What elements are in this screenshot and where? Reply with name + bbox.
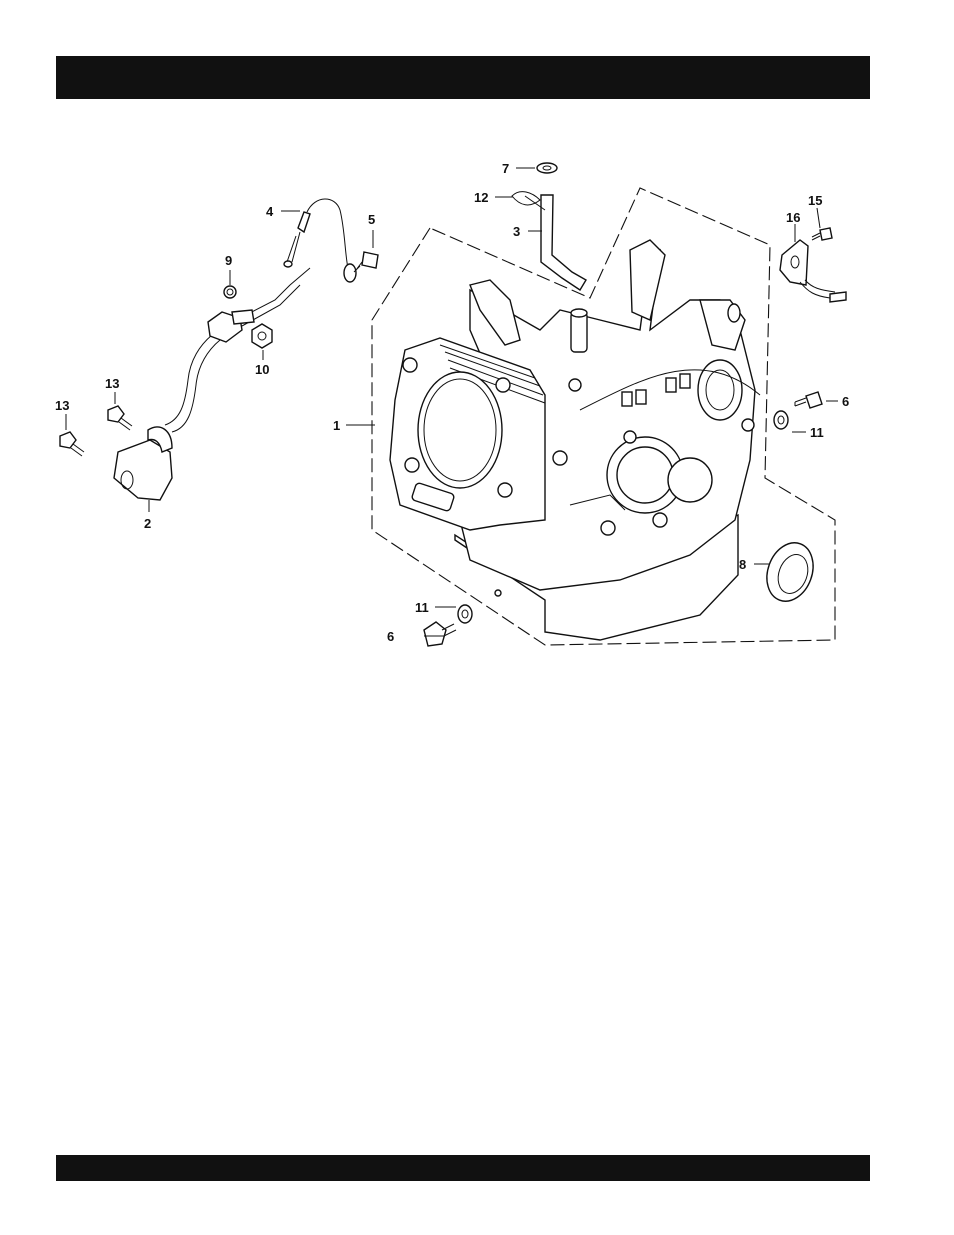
crankcase bbox=[390, 240, 760, 640]
callout-13-left: 13 bbox=[55, 398, 69, 413]
washer-part-11-right bbox=[774, 411, 788, 429]
callout-11-bottom: 11 bbox=[415, 600, 429, 615]
callout-2: 2 bbox=[144, 516, 151, 531]
callout-6-bottom: 6 bbox=[387, 629, 394, 644]
callout-7: 7 bbox=[502, 161, 509, 176]
callout-8: 8 bbox=[739, 557, 746, 572]
callout-10: 10 bbox=[255, 362, 269, 377]
callout-6-right: 6 bbox=[842, 394, 849, 409]
oil-seal bbox=[759, 536, 821, 607]
bolt-part-13-left bbox=[60, 432, 84, 456]
bolt-part-6-right bbox=[795, 392, 822, 408]
callout-4: 4 bbox=[266, 204, 274, 219]
footer-bar bbox=[56, 1155, 870, 1181]
callout-3: 3 bbox=[513, 224, 520, 239]
callout-13-right: 13 bbox=[105, 376, 119, 391]
governor-rod bbox=[541, 195, 586, 290]
callout-9: 9 bbox=[225, 253, 232, 268]
grommet-part-9 bbox=[224, 286, 236, 298]
clip-part-12 bbox=[512, 192, 545, 210]
callout-12: 12 bbox=[474, 190, 488, 205]
bolt-part-15 bbox=[812, 228, 832, 240]
washer-part-7 bbox=[537, 163, 557, 173]
callout-15: 15 bbox=[808, 193, 822, 208]
ignition-coil bbox=[114, 268, 310, 500]
screw-part-5 bbox=[354, 252, 378, 272]
nut-part-10 bbox=[252, 324, 272, 348]
callout-5: 5 bbox=[368, 212, 375, 227]
callout-11-right: 11 bbox=[810, 425, 824, 440]
washer-part-11-bottom bbox=[458, 605, 472, 623]
callout-16: 16 bbox=[786, 210, 800, 225]
callout-1: 1 bbox=[333, 418, 340, 433]
bolt-part-6-bottom bbox=[424, 622, 456, 646]
oil-switch bbox=[780, 240, 846, 302]
bolt-part-13-right bbox=[108, 406, 132, 430]
